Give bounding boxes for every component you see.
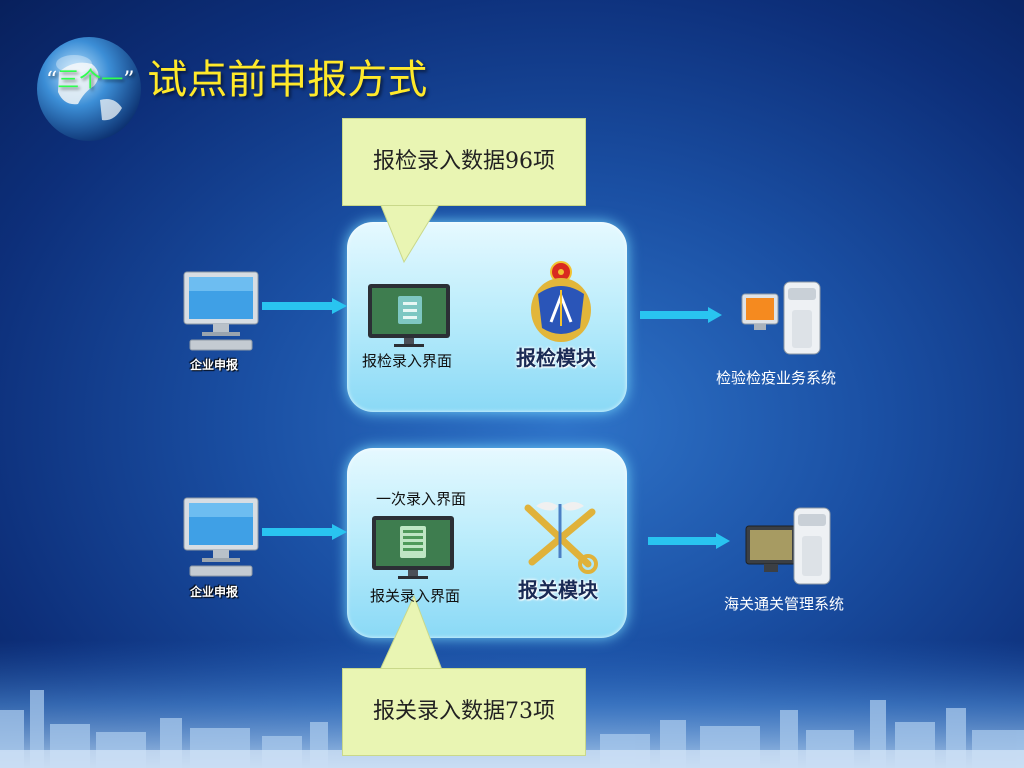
skyline-background (0, 640, 1024, 768)
unified-entry-label: 一次录入界面 (376, 491, 467, 508)
top-callout: 报检录入数据96项 (342, 118, 586, 206)
inspection-module-label: 报检模块 (516, 348, 596, 370)
page-title: “三个一” 试点前申报方式 (46, 50, 427, 110)
arrow-1a (262, 298, 347, 314)
bottom-callout: 报关录入数据73项 (342, 668, 586, 756)
title-quote-close: ” (123, 68, 135, 93)
arrow-1b (640, 307, 722, 323)
enterprise-label-1: 企业申报 (190, 358, 239, 372)
globe-icon (37, 37, 141, 141)
customs-emblem-icon (524, 502, 598, 574)
title-text: 试点前申报方式 (147, 57, 428, 103)
monitor-icon (368, 284, 450, 347)
title-highlight: 三个一 (57, 68, 124, 93)
customs-entry-label: 报关录入界面 (370, 588, 461, 605)
computer-icon (183, 497, 259, 577)
enterprise-label-2: 企业申报 (190, 585, 239, 599)
arrow-2b (648, 533, 730, 549)
arrow-2a (262, 524, 347, 540)
title-quote-open: “ (46, 68, 58, 93)
monitor-icon (372, 516, 454, 579)
inspection-emblem-icon (531, 261, 591, 342)
customs-system-label: 海关通关管理系统 (724, 596, 845, 613)
server-icon (741, 281, 821, 355)
computer-icon (183, 271, 259, 351)
customs-module-label: 报关模块 (518, 580, 598, 602)
server-icon (745, 507, 831, 585)
inspection-system-label: 检验检疫业务系统 (716, 370, 837, 387)
inspection-entry-label: 报检录入界面 (362, 353, 453, 370)
